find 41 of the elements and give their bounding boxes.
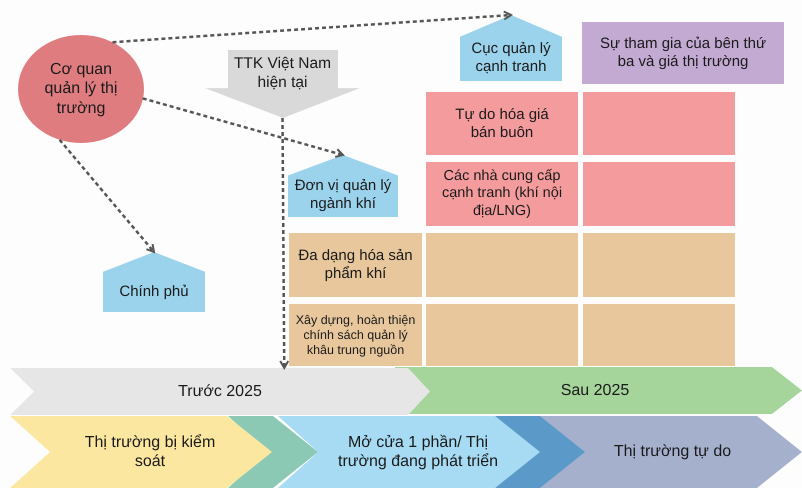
node-text: Cơ quan quản lý thị trường (44, 60, 118, 118)
chevron-shape (228, 416, 318, 488)
chevron-stage (540, 416, 802, 488)
node-text: Thị trường bị kiểm soát (84, 432, 216, 472)
node-text: Xây dựng, hoàn thiện chính sách quản lý khâu trung nguồn (294, 312, 416, 358)
chevron-stage (278, 416, 540, 488)
node-text: Chính phủ (119, 283, 189, 301)
arrow-shape (205, 50, 360, 118)
node-text: Mở cửa 1 phần/ Thị trường đang phát triển (337, 432, 499, 472)
pentagon-node (460, 15, 562, 81)
process-box (426, 92, 578, 155)
matrix-box (583, 162, 735, 226)
matrix-box (583, 92, 735, 155)
node-text: Đơn vị quản lý ngành khí (294, 177, 392, 213)
process-box (582, 22, 784, 84)
dashed-arrow (279, 118, 290, 369)
process-box (289, 233, 422, 297)
dashed-arrow (112, 10, 512, 44)
node-text: Đa dạng hóa sản phẩm khí (297, 247, 414, 283)
chevron-shape (495, 416, 585, 488)
node-text: Tự do hóa giá bán buôn (454, 106, 550, 142)
node-text: Các nhà cung cấp cạnh tranh (khí nội địa/LNG) (440, 168, 564, 220)
node-text: Sự tham gia của bên thứ ba và giá thị trường (598, 35, 767, 71)
node-text: TTK Việt Nam hiện tại (232, 55, 332, 93)
matrix-box (426, 233, 578, 297)
dashed-arrow (58, 138, 155, 253)
node-text: Cục quản lý cạnh tranh (470, 40, 552, 76)
matrix-box (583, 304, 735, 366)
matrix-box (426, 304, 578, 366)
pentagon-node (103, 252, 205, 312)
process-box (426, 162, 578, 226)
dashed-arrow (142, 97, 344, 158)
timeline-band (395, 367, 802, 414)
timeline-band (10, 368, 430, 415)
node-text: Sau 2025 (560, 380, 630, 400)
node-text: Thị trường tự do (614, 442, 732, 462)
process-box (289, 304, 422, 366)
pentagon-node (288, 155, 398, 217)
node-text: Trước 2025 (178, 382, 262, 402)
chevron-stage (10, 416, 272, 488)
matrix-box (583, 233, 735, 297)
